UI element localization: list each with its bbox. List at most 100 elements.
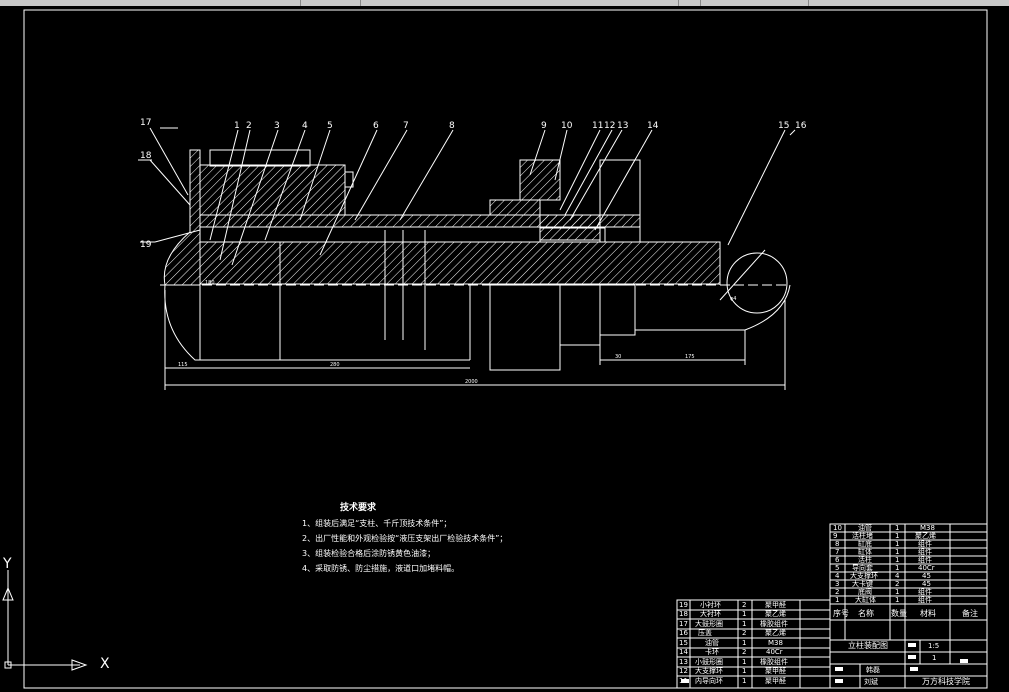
bom-cell: 40Cr [918,564,935,572]
bom-cell: 2 [742,601,747,609]
callout-label: 4 [302,121,308,131]
bom-cell: 14 [679,648,688,656]
bom-cell: 聚乙烯 [765,629,786,637]
callout-label: 3 [274,121,280,131]
bom-cell: 大缸体 [855,596,876,604]
bom-cell: 组件 [918,548,932,556]
bom-right-grid [829,523,988,641]
callout-label: 15 [778,121,789,131]
bom-cell: 橡胶组件 [760,620,788,628]
dimension-text: 30 [615,354,621,360]
bom-cell: 组件 [918,596,932,604]
dimension-text: 180 [205,280,215,286]
bom-cell: 缸底 [858,540,872,548]
bom-cell: 油管 [858,524,872,532]
callout-label: 1 [234,121,240,131]
bom-cell: 组件 [918,540,932,548]
toolbar-divider [300,0,301,6]
dimension-values: 180 115 280 2000 30 175 φ4 [178,280,736,385]
bom-header-no: 序号 [833,609,849,618]
bom-cell: 导向套 [852,564,873,572]
tech-requirement-line: 4、采取防锈、防尘措施，液道口加堵料帽。 [302,564,460,573]
dimension-text: 115 [178,362,188,368]
bom-cell: 小衬环 [700,601,721,609]
callout-label: 12 [604,121,615,131]
bom-cell: 1 [742,610,747,618]
title-block-marks [681,643,968,683]
bom-cell: 13 [679,658,688,666]
bom-cell: 小鼓形圈 [695,658,723,666]
bom-cell: 活柱 [858,556,872,564]
toolbar-divider [808,0,809,6]
callout-label: 19 [140,240,152,250]
bom-cell: 大鼓形圈 [695,620,723,628]
tech-requirement-line: 2、出厂性能和外观检验按“液压支架出厂检验技术条件”； [302,534,508,543]
callout-label: 5 [327,121,333,131]
bom-cell: 45 [922,572,931,580]
ucs-icon [2,570,88,671]
checker-name: 刘斌 [864,678,878,686]
leader-lines [138,127,796,266]
bom-cell: 1 [742,667,747,675]
title-block-grid [829,639,988,689]
callout-label: 11 [592,121,603,131]
callout-label: 18 [140,151,152,161]
bom-cell: 橡胶组件 [760,658,788,666]
bom-cell: M38 [920,524,935,532]
part-callouts: 17 1 2 3 4 5 6 7 8 9 10 11 12 13 14 15 1… [140,118,807,250]
dimension-text: 280 [330,362,340,368]
ucs-x-label: X [100,656,110,672]
bom-cell: 17 [679,620,688,628]
callout-label: 6 [373,121,379,131]
bom-cell: 大卡键 [852,580,873,588]
bom-cell: 组件 [918,588,932,596]
bom-cell: 15 [679,639,688,647]
tech-requirements-title: 技术要求 [340,503,377,513]
bom-cell: 1 [895,524,900,532]
bom-cell: 活柱堵 [852,532,873,540]
drawing-sheet: 1 [932,654,937,662]
dimension-text: φ4 [730,296,736,302]
bom-cell: 6 [835,556,840,564]
bom-cell: 缸体 [858,548,872,556]
bom-cell: 3 [835,580,840,588]
bom-cell: 聚乙烯 [915,532,936,540]
school-name: 万方科技学院 [922,677,970,686]
bom-cell: 1 [895,532,900,540]
bom-cell: 1 [742,677,747,685]
bom-cell: 2 [835,588,840,596]
dimension-text: 2000 [465,379,478,385]
callout-label: 8 [449,121,455,131]
bom-cell: 大支撑环 [695,667,723,675]
callout-label: 16 [795,121,807,131]
bom-cell: 11 [679,677,688,685]
bom-cell: 2 [895,580,900,588]
bom-cell: 卡环 [705,648,719,656]
callout-label: 17 [140,118,151,128]
bom-cell: 1 [895,556,900,564]
bom-cell: 10 [833,524,842,532]
callout-label: 10 [561,121,573,131]
bom-cell: 1 [895,540,900,548]
drawing-name: 立柱装配图 [848,641,888,650]
tech-requirement-line: 3、组装检验合格后涂防锈黄色油漆； [302,549,436,558]
bom-cell: 12 [679,667,688,675]
bom-cell: 5 [835,564,840,572]
bom-cell: 聚甲醛 [765,601,786,609]
callout-label: 2 [246,121,252,131]
bom-cell: 8 [835,540,840,548]
dimension-text: 175 [685,354,695,360]
bom-cell: 大衬环 [700,610,721,618]
bom-header-mat: 材料 [920,609,936,618]
bom-cell: 聚甲醛 [765,677,786,685]
bom-cell: 1 [742,658,747,666]
bom-cell: 聚甲醛 [765,667,786,675]
callout-label: 13 [617,121,628,131]
bom-cell: 组件 [918,556,932,564]
designer-name: 韩磊 [866,666,880,674]
bom-cell: 内导向环 [695,677,723,685]
bom-cell: 1 [895,548,900,556]
window-top-strip [0,0,1009,6]
bom-cell: 45 [922,580,931,588]
